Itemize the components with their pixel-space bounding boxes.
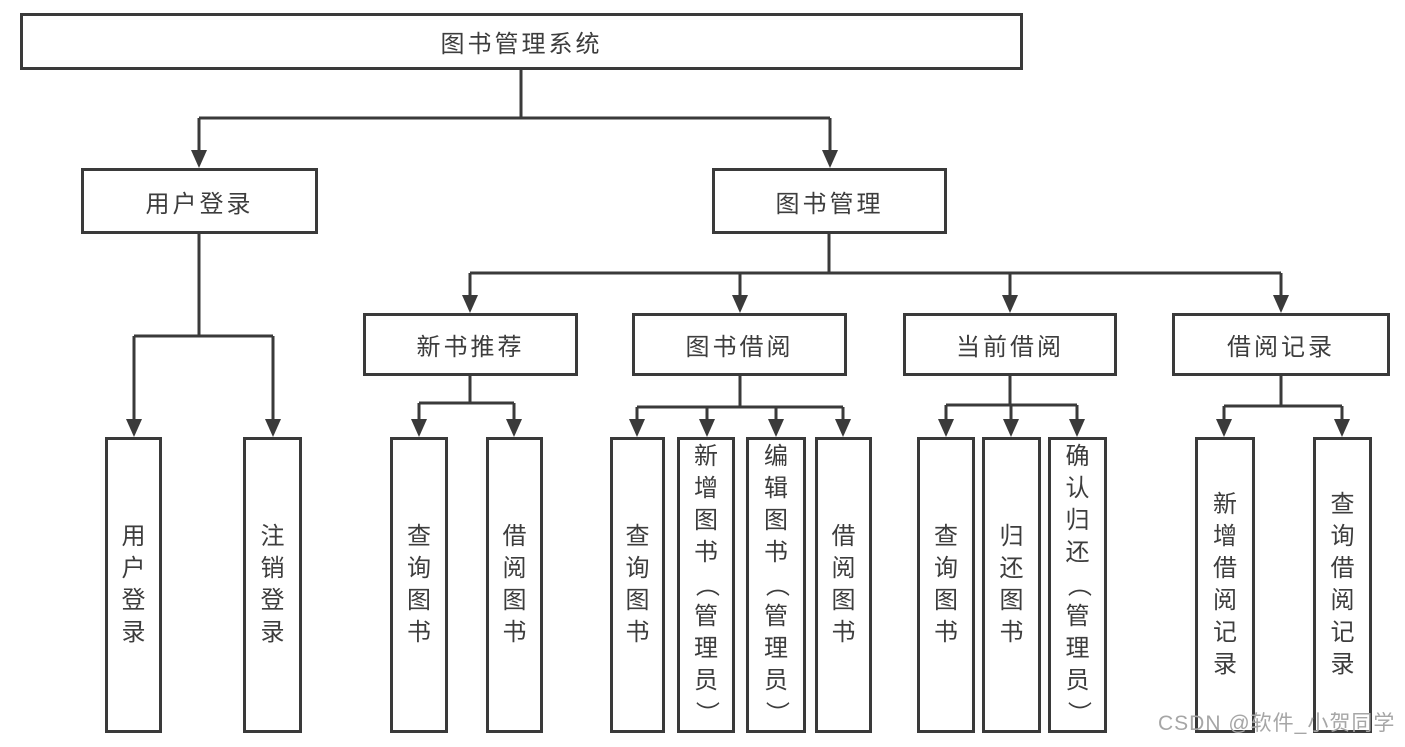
leaf-return-book: 归还图书 xyxy=(982,437,1041,733)
connector-borrow-branch xyxy=(635,376,845,421)
arrowhead xyxy=(126,419,142,437)
node-label: 当前借阅 xyxy=(956,334,1064,361)
node-label: 图书管理系统 xyxy=(440,31,603,58)
node-label: 借阅图书 xyxy=(831,523,856,646)
node-book-borrow: 图书借阅 xyxy=(632,313,847,376)
node-user-login: 用户登录 xyxy=(81,168,318,234)
leaf-borrow-books: 借阅图书 xyxy=(815,437,872,733)
node-label: 注销登录 xyxy=(260,523,285,646)
leaf-query-books-current: 查询图书 xyxy=(917,437,975,733)
node-label: 查询图书 xyxy=(407,523,431,646)
node-new-book-recommend: 新书推荐 xyxy=(363,313,578,376)
arrowhead xyxy=(835,419,851,437)
arrowhead xyxy=(265,419,281,437)
node-library-system: 图书管理系统 xyxy=(20,13,1023,70)
arrowhead xyxy=(1002,295,1018,313)
arrowhead xyxy=(1003,419,1019,437)
node-label: 用户登录 xyxy=(145,190,254,218)
leaf-query-books-borrow: 查询图书 xyxy=(610,437,665,733)
arrowhead xyxy=(1273,295,1289,313)
leaf-logout: 注销登录 xyxy=(243,437,302,733)
connector-current-branch xyxy=(944,376,1079,421)
node-label: 新书推荐 xyxy=(416,334,525,361)
arrowhead xyxy=(506,419,522,437)
arrowhead xyxy=(822,150,838,168)
arrowhead xyxy=(938,419,954,437)
node-label: 新增借阅记录 xyxy=(1213,491,1237,678)
leaf-add-borrow-record: 新增借阅记录 xyxy=(1195,437,1255,733)
node-book-management: 图书管理 xyxy=(712,168,947,234)
leaf-borrow-books-recommend: 借阅图书 xyxy=(486,437,543,733)
node-label: 查询图书 xyxy=(625,523,650,646)
leaf-add-book-admin: 新增图书（管理员） xyxy=(677,437,735,733)
leaf-query-books-recommend: 查询图书 xyxy=(390,437,448,733)
node-label: 新增图书（管理员） xyxy=(693,443,720,725)
arrowhead xyxy=(191,150,207,168)
connector-management-branch xyxy=(468,234,1283,297)
arrowhead xyxy=(1216,419,1232,437)
node-label: 借阅图书 xyxy=(502,523,527,646)
leaf-confirm-return-admin: 确认归还（管理员） xyxy=(1048,437,1107,733)
arrowhead xyxy=(411,419,427,437)
connector-login-branch xyxy=(132,234,275,421)
arrowhead xyxy=(1334,419,1350,437)
node-label: 图书管理 xyxy=(775,190,884,218)
node-borrow-records: 借阅记录 xyxy=(1172,313,1390,376)
arrowhead xyxy=(768,419,784,437)
leaf-query-borrow-record: 查询借阅记录 xyxy=(1313,437,1372,733)
node-label: 确认归还（管理员） xyxy=(1064,443,1092,725)
node-label: 查询图书 xyxy=(934,523,958,646)
arrowhead xyxy=(629,419,645,437)
leaf-edit-book-admin: 编辑图书（管理员） xyxy=(746,437,806,733)
node-current-borrow: 当前借阅 xyxy=(903,313,1117,376)
csdn-watermark: CSDN @软件_小贺同学 xyxy=(1158,712,1396,735)
arrowhead xyxy=(732,295,748,313)
node-label: 编辑图书（管理员） xyxy=(763,443,790,725)
connector-records-branch xyxy=(1222,376,1344,421)
arrowhead xyxy=(699,419,715,437)
node-label: 归还图书 xyxy=(999,523,1024,646)
arrowhead xyxy=(462,295,478,313)
node-label: 借阅记录 xyxy=(1227,334,1335,361)
node-label: 图书借阅 xyxy=(685,334,794,361)
leaf-user-login: 用户登录 xyxy=(105,437,162,733)
connector-root-branch xyxy=(197,70,832,152)
node-label: 用户登录 xyxy=(121,523,146,646)
arrowhead xyxy=(1069,419,1085,437)
connector-recommend-branch xyxy=(417,376,516,421)
node-label: 查询借阅记录 xyxy=(1330,491,1355,678)
